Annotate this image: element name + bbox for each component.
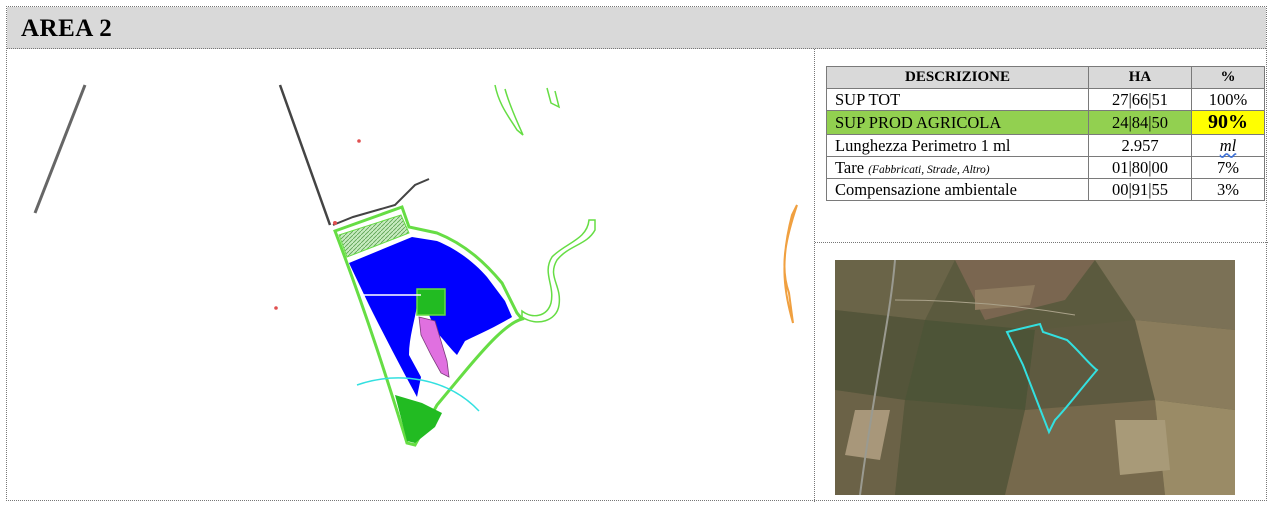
row-percent: 90% <box>1191 110 1265 135</box>
table-row: Tare (Fabbricati, Strade, Altro) 01|80|0… <box>826 156 1265 179</box>
field-patch <box>895 400 1025 495</box>
row-ha: 2.957 <box>1088 134 1192 157</box>
road-spur <box>332 178 430 226</box>
orange-line <box>783 204 798 324</box>
row-description: Compensazione ambientale <box>826 178 1089 201</box>
field-patch <box>835 260 955 320</box>
row-description: SUP PROD AGRICOLA <box>826 110 1089 135</box>
photo-site-boundary <box>1005 322 1099 435</box>
row-percent: 7% <box>1191 156 1265 179</box>
row-description: Tare (Fabbricati, Strade, Altro) <box>826 156 1089 179</box>
blue-arc <box>356 377 480 412</box>
row-ha: 27|66|51 <box>1088 88 1192 111</box>
channel-top <box>494 84 524 136</box>
table-row: Lunghezza Perimetro 1 ml 2.957 ml <box>826 134 1265 157</box>
column-header-percent: % <box>1191 66 1265 89</box>
row-ha: 24|84|50 <box>1088 110 1192 135</box>
area-card: AREA 2 <box>6 6 1268 502</box>
field-patch <box>905 320 1035 410</box>
column-header-ha: HA <box>1088 66 1192 89</box>
table-header-row: DESCRIZIONE HA % <box>826 66 1265 89</box>
field-patch <box>1115 420 1170 475</box>
area-stats-table: DESCRIZIONE HA % SUP TOT 27|66|51 100% S… <box>826 66 1265 201</box>
photo-road <box>859 260 896 495</box>
table-row-highlight: SUP PROD AGRICOLA 24|84|50 90% <box>826 110 1265 135</box>
row-percent: 3% <box>1191 178 1265 201</box>
row-percent: 100% <box>1191 88 1265 111</box>
marker-dot <box>357 139 361 143</box>
area-title: AREA 2 <box>21 15 113 42</box>
green-bottom-area <box>395 395 442 443</box>
row-description: Lunghezza Perimetro 1 ml <box>826 134 1089 157</box>
field-patch <box>1155 400 1235 495</box>
table-row: Compensazione ambientale 00|91|55 3% <box>826 178 1265 201</box>
row-ha: 01|80|00 <box>1088 156 1192 179</box>
road-line-center <box>278 84 332 226</box>
area-header: AREA 2 <box>7 7 1266 49</box>
row-description-text: Tare <box>835 157 865 177</box>
table-row: SUP TOT 27|66|51 100% <box>826 88 1265 111</box>
field-patch <box>845 410 890 460</box>
marker-dot <box>274 306 278 310</box>
channel-top-2 <box>546 87 561 109</box>
hatched-strip <box>338 214 410 258</box>
vertical-divider <box>814 49 815 502</box>
field-patch <box>1135 320 1235 410</box>
row-description: SUP TOT <box>826 88 1089 111</box>
site-plan-drawing <box>33 84 798 447</box>
photo-track <box>894 299 1076 316</box>
row-note: (Fabbricati, Strade, Altro) <box>868 163 990 176</box>
channel-right <box>521 219 596 323</box>
field-patch <box>1095 260 1235 330</box>
satellite-photo <box>835 260 1235 495</box>
row-percent: ml <box>1191 134 1265 157</box>
green-plot <box>416 288 446 316</box>
unit-ml: ml <box>1219 135 1237 155</box>
marker-dot <box>333 221 337 225</box>
field-patch <box>835 310 925 400</box>
productive-area-blue <box>349 237 512 397</box>
road-line-left <box>33 84 87 214</box>
column-header-descrizione: DESCRIZIONE <box>826 66 1089 89</box>
compensation-area-pink <box>418 316 450 378</box>
horizontal-divider <box>815 242 1268 243</box>
row-ha: 00|91|55 <box>1088 178 1192 201</box>
